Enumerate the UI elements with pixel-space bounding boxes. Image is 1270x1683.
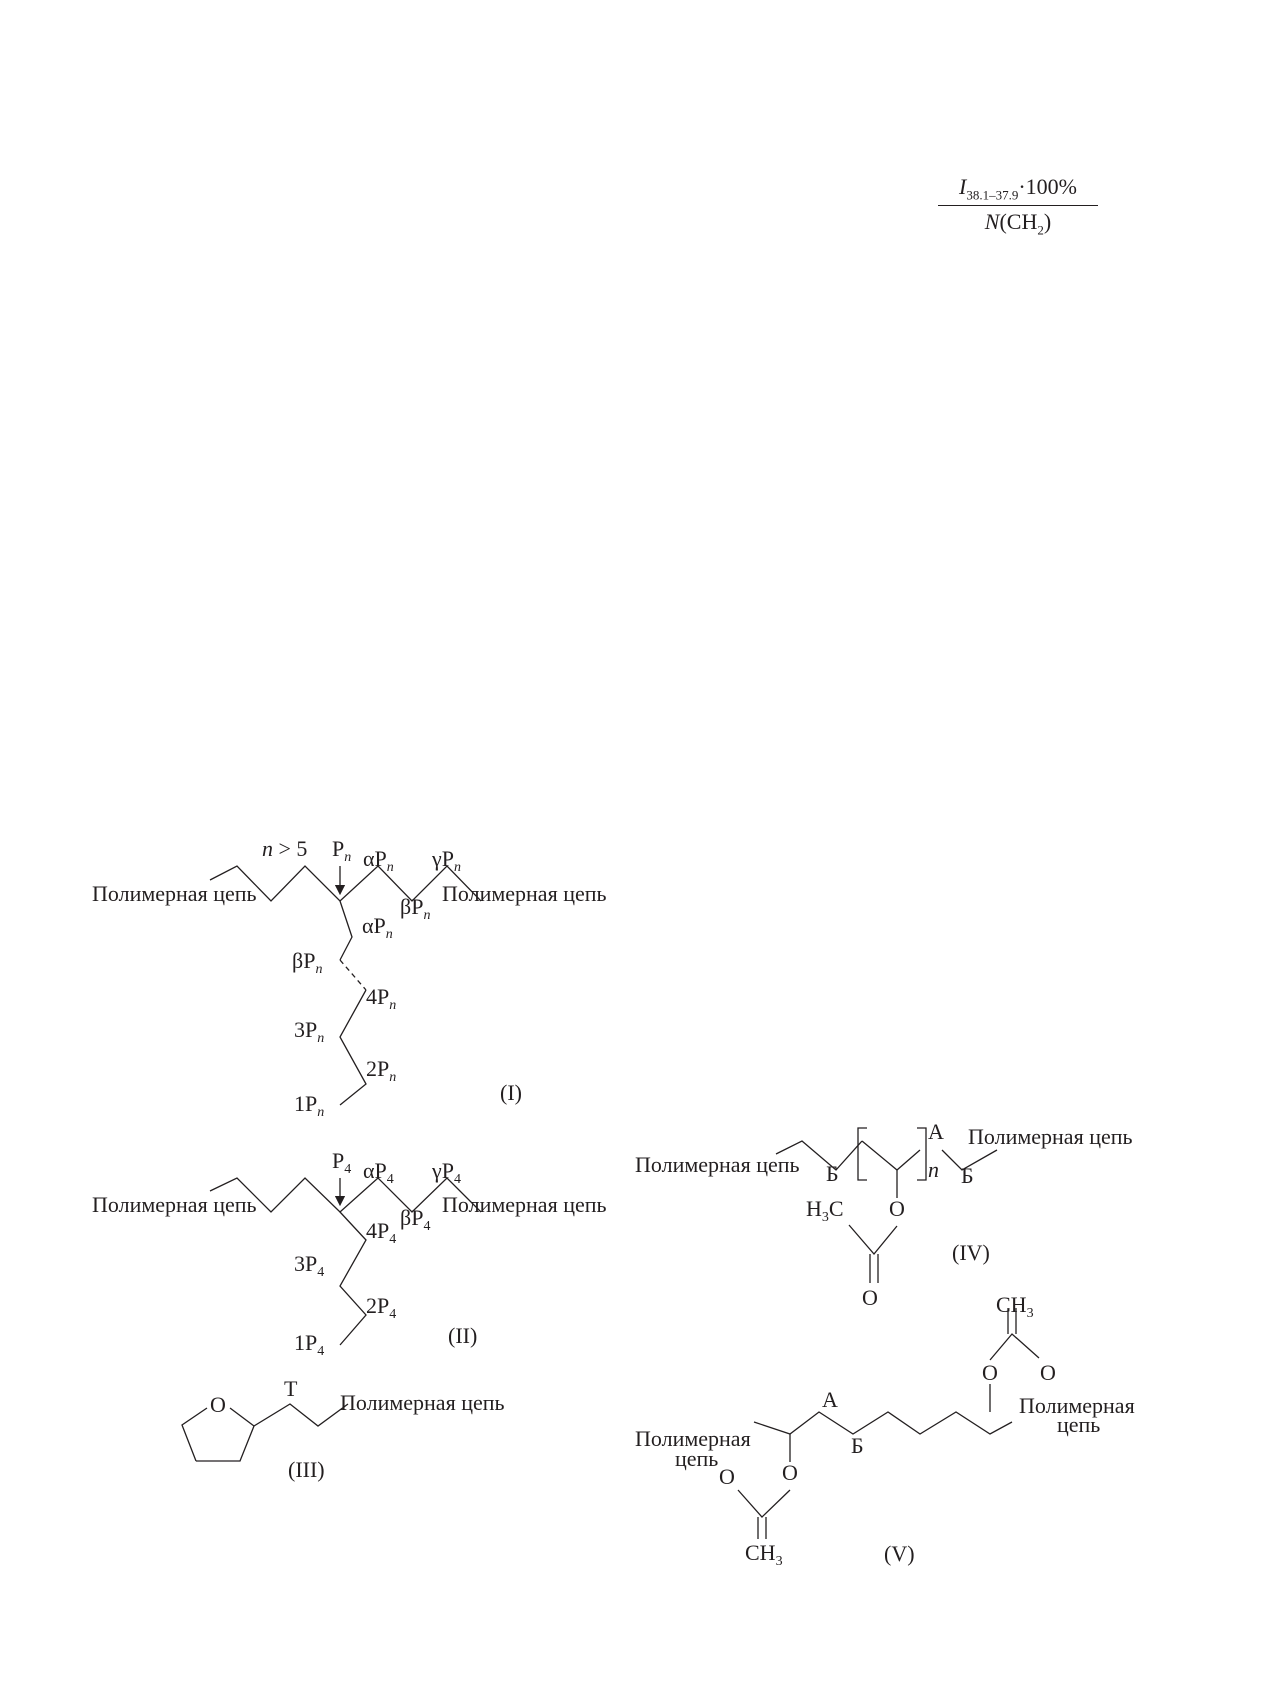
structure-iii: O T Полимерная цепь (III) bbox=[181, 1376, 505, 1482]
structure-i-alpha-top: αPn bbox=[363, 846, 394, 875]
structure-iv-carbonyl-oxygen: O bbox=[862, 1285, 878, 1310]
structure-i-condition: n > 5 bbox=[262, 836, 307, 861]
structure-iv-repeat bbox=[861, 1140, 921, 1171]
structure-iv-methyl: H3C bbox=[806, 1196, 844, 1225]
structure-iii-ring-right bbox=[229, 1407, 255, 1427]
structure-i-caption: (I) bbox=[500, 1080, 522, 1105]
structure-i-branch-label: Pn bbox=[332, 836, 351, 865]
structure-ii-gamma: γP4 bbox=[431, 1158, 461, 1187]
denominator-symbol: N bbox=[984, 209, 1000, 235]
structure-v-methyl-left: CH3 bbox=[745, 1540, 783, 1569]
structure-ii-pos1: 1P4 bbox=[294, 1330, 324, 1359]
structure-iii-carbon-label: T bbox=[284, 1376, 298, 1401]
formula-denominator: N(CH2) bbox=[938, 206, 1098, 238]
structure-iv-chain-right-label: Полимерная цепь bbox=[968, 1124, 1133, 1149]
numerator-tail: ·100% bbox=[1018, 174, 1077, 199]
structure-v-main-chain bbox=[753, 1411, 1013, 1435]
structure-i-beta-side: βPn bbox=[292, 948, 322, 977]
structure-iii-caption: (III) bbox=[288, 1457, 325, 1482]
structure-ii-pos3: 3P4 bbox=[294, 1251, 324, 1280]
structure-ii-branch-label: P4 bbox=[332, 1148, 351, 1177]
structure-iii-ring-bottom bbox=[196, 1425, 255, 1462]
structure-ii-chain-left: Полимерная цепь bbox=[92, 1192, 257, 1217]
structure-iii-ring-left bbox=[181, 1407, 208, 1462]
denominator-subscript: 2 bbox=[1037, 222, 1044, 238]
denominator-open: (CH bbox=[999, 209, 1038, 235]
structure-iv-caption: (IV) bbox=[952, 1240, 990, 1265]
structure-iv-ester bbox=[848, 1224, 898, 1256]
structure-iv-repeat-index: n bbox=[928, 1157, 939, 1182]
structure-iv-carbon-b-right: Б bbox=[961, 1163, 974, 1188]
structure-v-chain-right-word1: Полимерная bbox=[1019, 1393, 1135, 1418]
numerator-symbol: I bbox=[959, 174, 967, 199]
structure-v: Полимерная цепь Полимерная цепь А Б O O … bbox=[635, 1292, 1135, 1569]
structure-ii-alpha: αP4 bbox=[363, 1158, 394, 1187]
structure-v-ester-left bbox=[737, 1489, 791, 1518]
structure-iv-ester-oxygen: O bbox=[889, 1196, 905, 1221]
structure-ii-caption: (II) bbox=[448, 1323, 477, 1348]
structure-iv: Полимерная цепь Полимерная цепь Б Б А n … bbox=[635, 1119, 1133, 1310]
structure-v-chain-left-word1: Полимерная bbox=[635, 1426, 751, 1451]
structure-ii: P4 αP4 γP4 βP4 Полимерная цепь Полимерна… bbox=[92, 1148, 607, 1359]
structure-iv-carbon-b-left: Б bbox=[826, 1161, 839, 1186]
structure-i-side-chain-top bbox=[339, 900, 353, 961]
structure-v-chain-left-word2: цепь bbox=[675, 1446, 718, 1471]
structure-iv-chain-right bbox=[941, 1149, 998, 1171]
structure-i-dashed-bond bbox=[339, 959, 367, 991]
structure-v-methyl-right: CH3 bbox=[996, 1292, 1034, 1321]
formula-numerator: I38.1–37.9·100% bbox=[938, 174, 1098, 207]
structure-i-chain-left: Полимерная цепь bbox=[92, 881, 257, 906]
structure-iv-bracket-left bbox=[857, 1127, 867, 1181]
structure-iv-carbon-a: А bbox=[928, 1119, 944, 1144]
structure-v-caption: (V) bbox=[884, 1541, 915, 1566]
structure-ii-pos2: 2P4 bbox=[366, 1293, 396, 1322]
structure-v-ester-right bbox=[989, 1333, 1040, 1361]
structure-iv-chain-left bbox=[775, 1140, 863, 1171]
structure-i-beta-right: βPn bbox=[400, 894, 430, 923]
structure-iii-chain: Полимерная цепь bbox=[340, 1390, 505, 1415]
structure-v-chain-right-word2: цепь bbox=[1057, 1412, 1100, 1437]
structure-v-ester-oxygen-right: O bbox=[982, 1360, 998, 1385]
structure-ii-pos4: 4P4 bbox=[366, 1218, 396, 1247]
structure-i-pos1: 1Pn bbox=[294, 1091, 324, 1120]
structure-ii-beta: βP4 bbox=[400, 1205, 430, 1234]
structure-ii-side-chain bbox=[339, 1211, 367, 1346]
structure-i-pos4: 4Pn bbox=[366, 984, 396, 1013]
structure-i-alpha-side: αPn bbox=[362, 913, 393, 942]
structure-v-ester-oxygen-left: O bbox=[782, 1460, 798, 1485]
structure-i: n > 5 Pn αPn γPn βPn Полимерная цепь Пол… bbox=[92, 836, 607, 1120]
denominator-close: ) bbox=[1043, 209, 1052, 235]
structure-i-side-chain-bottom bbox=[339, 989, 367, 1106]
structure-v-carbonyl-oxygen-left: O bbox=[719, 1464, 735, 1489]
structure-i-pos3: 3Pn bbox=[294, 1017, 324, 1046]
structure-i-chain-right: Полимерная цепь bbox=[442, 881, 607, 906]
structure-iii-tail bbox=[253, 1403, 349, 1427]
structure-i-pos2: 2Pn bbox=[366, 1056, 396, 1085]
structure-v-carbonyl-oxygen-right: O bbox=[1040, 1360, 1056, 1385]
structure-i-gamma: γPn bbox=[431, 846, 461, 875]
structure-iii-ring-oxygen: O bbox=[210, 1392, 226, 1417]
structure-iv-bracket-right bbox=[917, 1127, 927, 1181]
numerator-subscript: 38.1–37.9 bbox=[966, 187, 1019, 203]
structure-v-carbon-b: Б bbox=[851, 1433, 864, 1458]
formula: I38.1–37.9·100% N(CH2) bbox=[938, 176, 1098, 237]
structure-ii-chain-right: Полимерная цепь bbox=[442, 1192, 607, 1217]
structure-v-carbon-a: А bbox=[822, 1387, 838, 1412]
structure-iv-chain-left-label: Полимерная цепь bbox=[635, 1152, 800, 1177]
